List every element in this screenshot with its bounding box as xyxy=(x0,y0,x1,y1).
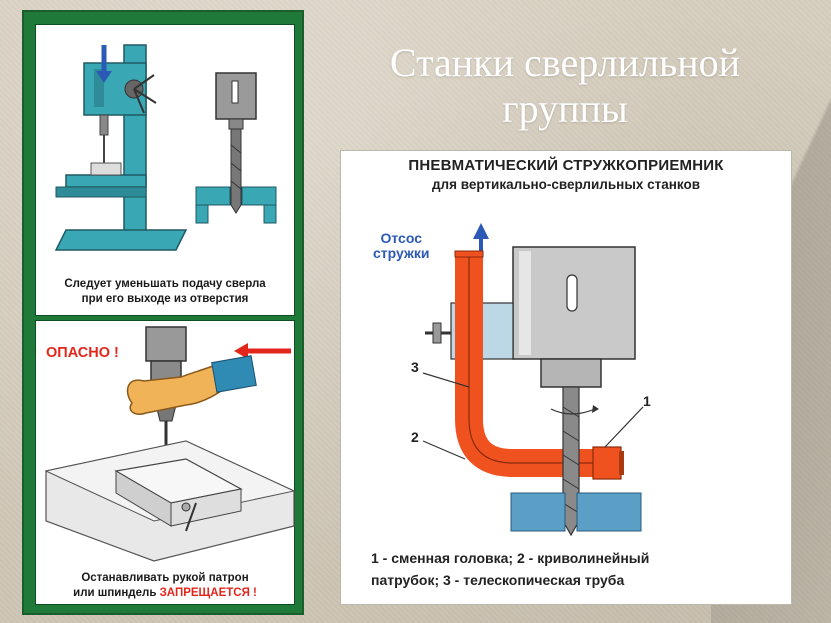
feed-caption-line2: при его выходе из отверстия xyxy=(81,293,249,305)
hand-on-chuck-illustration xyxy=(44,326,296,562)
drill-press-illustration xyxy=(54,44,277,251)
safety-poster: Следует уменьшать подачу сверла при его … xyxy=(22,10,304,615)
label-3: 3 xyxy=(411,359,419,375)
chip-collector-diagram xyxy=(422,223,644,537)
chip-suction-label: Отсос стружки xyxy=(373,231,430,261)
legend-line2: патрубок; 3 - телескопическая труба xyxy=(371,572,625,588)
chuck-caption-prefix: или шпиндель xyxy=(73,587,157,599)
feed-reduction-panel: Следует уменьшать подачу сверла при его … xyxy=(35,24,295,316)
chuck-warning-caption: Останавливать рукой патрон или шпиндель … xyxy=(44,571,286,601)
label-2: 2 xyxy=(411,429,419,445)
danger-label: ОПАСНО ! xyxy=(46,345,119,361)
chuck-caption-line2: или шпиндель ЗАПРЕЩАЕТСЯ ! xyxy=(44,586,286,601)
chip-collector-title: ПНЕВМАТИЧЕСКИЙ СТРУЖКОПРИЕМНИК xyxy=(408,157,724,174)
feed-reduction-caption: Следует уменьшать подачу сверла при его … xyxy=(44,277,286,307)
chuck-warning-panel: ОПАСНО ! Останавливать рукой патрон xyxy=(35,320,296,605)
slide-title-line1: Станки сверлильной xyxy=(389,40,741,85)
chip-collector-poster: ПНЕВМАТИЧЕСКИЙ СТРУЖКОПРИЕМНИК для верти… xyxy=(340,150,792,605)
suction-line2: стружки xyxy=(373,245,430,261)
diagram-legend: 1 - сменная головка; 2 - криволинейный п… xyxy=(371,547,771,591)
suction-line1: Отсос xyxy=(380,230,423,246)
feed-caption-line1: Следует уменьшать подачу сверла xyxy=(64,278,266,290)
label-1: 1 xyxy=(643,393,651,409)
slide-title-line2: группы xyxy=(502,86,628,131)
chip-collector-subtitle: для вертикально-сверлильных станков xyxy=(431,177,701,192)
chuck-caption-line1: Останавливать рукой патрон xyxy=(81,572,249,584)
forbidden-label: ЗАПРЕЩАЕТСЯ ! xyxy=(159,587,257,599)
slide-title: Станки сверлильной группы xyxy=(340,40,790,132)
legend-line1: 1 - сменная головка; 2 - криволинейный xyxy=(371,550,650,566)
